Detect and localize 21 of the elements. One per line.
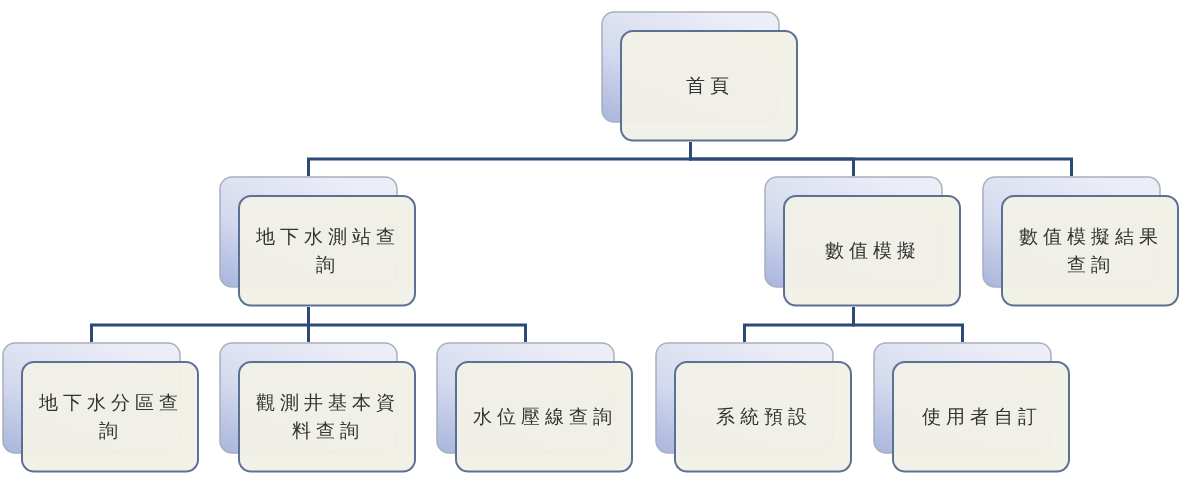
node-label: 數值模擬結果查詢 <box>1017 225 1164 277</box>
node-label: 地下水分區查詢 <box>37 391 184 443</box>
node-label: 首頁 <box>685 74 734 99</box>
stacked-card-box <box>436 342 634 473</box>
stacked-card-box <box>2 342 200 473</box>
stacked-card-box <box>601 11 799 142</box>
stacked-card-box <box>655 342 853 473</box>
connector-line <box>852 307 964 342</box>
node-label: 水位壓線查詢 <box>472 405 617 430</box>
stacked-card-box <box>873 342 1071 473</box>
stacked-card-box <box>764 176 962 307</box>
node-label: 數值模擬 <box>824 239 921 264</box>
connector-line <box>307 307 527 342</box>
stacked-card-box <box>982 176 1180 307</box>
node-label: 觀測井基本資料查詢 <box>254 391 401 443</box>
stacked-card-box <box>219 342 417 473</box>
stacked-card-box <box>219 176 417 307</box>
node-label: 地下水測站查詢 <box>254 225 401 277</box>
connector-line <box>689 142 1073 176</box>
node-label: 使用者自訂 <box>921 405 1042 430</box>
node-label: 系統預設 <box>715 405 812 430</box>
